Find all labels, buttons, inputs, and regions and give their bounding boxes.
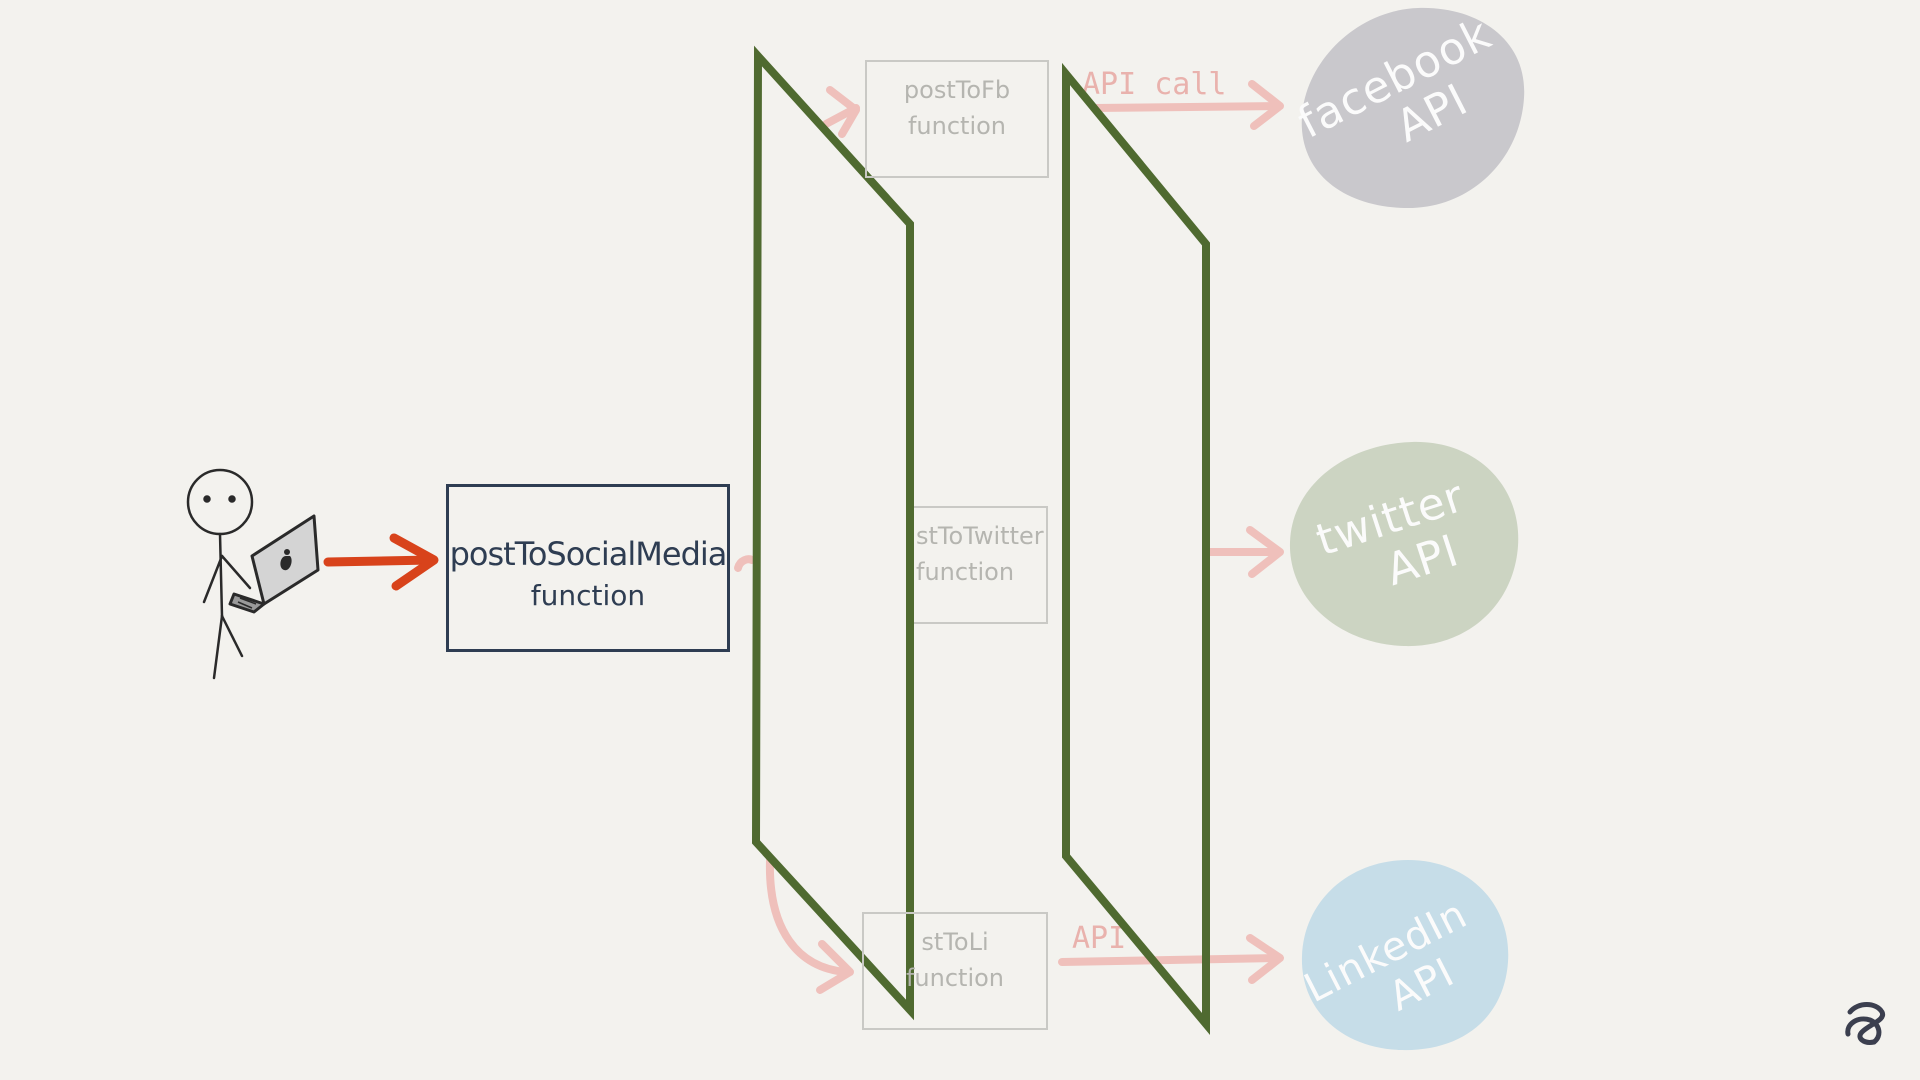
li-function-arrow	[765, 856, 850, 976]
user-head	[186, 468, 254, 536]
user-eye-right	[228, 495, 236, 503]
linkedin-blob-shape	[1301, 860, 1509, 1051]
twitter-api-blob: twitter API	[1289, 441, 1519, 647]
li-function-line1: stToLi	[921, 928, 989, 956]
main-function-line1: postToSocialMedia	[449, 535, 728, 573]
user-to-main-arrow	[323, 555, 437, 567]
post-to-social-media-box: postToSocialMedia function	[446, 484, 730, 652]
linkedin-api-blob: LinkedIn API	[1297, 860, 1509, 1051]
user-eye-left	[203, 495, 211, 503]
twitter-api-arrowhead	[1246, 526, 1284, 578]
user-to-main-arrowhead	[389, 533, 439, 591]
user-body	[218, 532, 224, 618]
api-call-label-top: API call	[1082, 67, 1227, 102]
user-arm-right	[220, 554, 252, 590]
twitter-function-box: stToTwitter function	[914, 506, 1048, 624]
fb-api-arrow	[1090, 102, 1282, 112]
li-api-arrowhead	[1246, 934, 1284, 984]
panel-right	[1062, 62, 1210, 1036]
user-leg-right	[220, 614, 244, 658]
twitter-function-line1: stToTwitter	[916, 522, 1044, 550]
user-figure	[186, 468, 254, 680]
fb-api-arrowhead	[1248, 80, 1284, 130]
li-function-box: stToLi function	[862, 912, 1048, 1030]
li-function-arrowhead	[816, 940, 854, 994]
fb-function-box: postToFb function	[865, 60, 1049, 178]
li-api-arrow	[1058, 954, 1282, 966]
main-function-line2: function	[530, 579, 646, 612]
li-function-line2: function	[905, 964, 1005, 992]
facebook-blob-shape	[1301, 7, 1525, 209]
fb-function-line2: function	[907, 112, 1007, 140]
brand-logo-icon	[1845, 1002, 1886, 1045]
user-leg-left	[212, 614, 224, 680]
laptop-icon	[228, 514, 320, 614]
fb-function-arrowhead	[826, 86, 860, 138]
svg-text:twitter API: twitter API	[1310, 466, 1500, 614]
user-arm-left	[202, 554, 224, 604]
twitter-function-arrow-stub	[734, 555, 756, 572]
twitter-blob-shape	[1289, 441, 1519, 647]
twitter-function-line2: function	[916, 558, 1015, 586]
api-call-label-bottom: API	[1072, 921, 1126, 956]
facebook-api-blob: facebook API	[1290, 7, 1525, 209]
fb-function-line1: postToFb	[903, 76, 1011, 104]
panel-left	[751, 45, 914, 1021]
